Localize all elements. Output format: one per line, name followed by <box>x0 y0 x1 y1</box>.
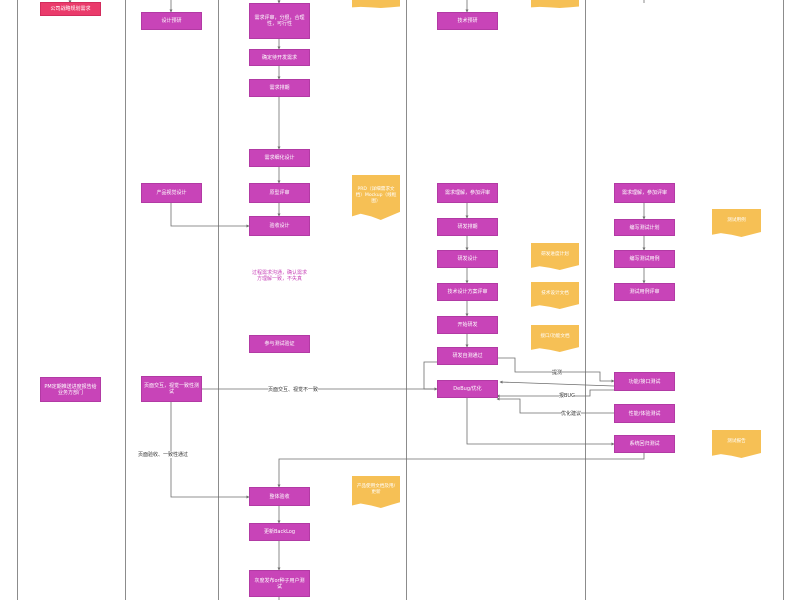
doc-dev-plan: 研发进度计划 <box>531 243 579 270</box>
node-req-review[interactable]: 需求评审，分很，合理性，可行性 <box>249 3 310 39</box>
doc-tech-doc: 技术设计文档 <box>531 282 579 309</box>
edge <box>277 453 645 488</box>
edge <box>499 380 615 387</box>
node-start-dev[interactable]: 开始研发 <box>437 316 498 334</box>
edge <box>466 398 615 446</box>
doc-top-dev <box>531 0 579 8</box>
doc-product-manual: 产品使用文档及用/更新 <box>352 476 400 508</box>
node-process-comm[interactable]: 过程需求沟通，确认需求方理解一致，不失真 <box>249 255 310 297</box>
node-strategy[interactable]: 公司战略规划需求 <box>40 2 101 16</box>
node-write-cases[interactable]: 编写测试用例 <box>614 250 675 268</box>
doc-test-cases: 测试用例 <box>712 209 761 237</box>
label-bug: 报BUG <box>559 392 575 399</box>
label-submit: 提测 <box>552 369 563 376</box>
node-write-plan[interactable]: 编写测试计划 <box>614 219 675 236</box>
lane-divider <box>125 0 126 600</box>
label-optimize: 优化建议 <box>561 410 582 417</box>
edge <box>170 402 250 499</box>
lane-divider <box>406 0 407 600</box>
node-qa-understand[interactable]: 需求理解，参加评审 <box>614 183 675 203</box>
node-dev-schedule[interactable]: 研发排期 <box>437 218 498 236</box>
node-proto-review[interactable]: 原型评审 <box>249 183 310 203</box>
node-debug[interactable]: DeBug/优化 <box>437 380 498 398</box>
node-regression[interactable]: 系统回归测试 <box>614 435 675 453</box>
node-dev-design[interactable]: 研发设计 <box>437 250 498 268</box>
node-ui-check[interactable]: 页面交互，视觉一致性测试 <box>141 376 202 402</box>
lane-divider <box>218 0 219 600</box>
doc-top <box>352 0 400 8</box>
label-ui-mismatch: 页面交互、视觉不一致 <box>268 386 319 393</box>
edge <box>496 389 614 398</box>
node-confirm-req[interactable]: 确定待开发需求 <box>249 49 310 66</box>
lane-divider <box>17 0 18 600</box>
lane-divider <box>585 0 586 600</box>
doc-api-doc: 接口/功能文档 <box>531 325 579 352</box>
node-tech-research[interactable]: 技术预研 <box>437 12 498 30</box>
lane-divider <box>783 0 784 600</box>
node-product-design[interactable]: 产品视觉设计 <box>141 183 202 203</box>
node-req-refine[interactable]: 需求细化设计 <box>249 149 310 167</box>
node-join-test[interactable]: 参与测试验证 <box>249 335 310 353</box>
node-tech-review[interactable]: 技术设计方案评审 <box>437 283 498 301</box>
node-gray-release[interactable]: 灰度发布or种子用户测试 <box>249 570 310 597</box>
node-func-test[interactable]: 功能/接口测试 <box>614 372 675 391</box>
node-self-test[interactable]: 研发自测通过 <box>437 347 498 365</box>
node-overall-accept[interactable]: 整体验收 <box>249 487 310 506</box>
node-dev-understand[interactable]: 需求理解，参加评审 <box>437 183 498 203</box>
doc-test-report: 测试报告 <box>712 430 761 458</box>
edge <box>496 397 614 414</box>
label-ui-pass: 页面验收、一致性通过 <box>138 451 189 458</box>
node-pm-report[interactable]: PM定期推送进度报告给业务方部门 <box>40 377 101 402</box>
node-req-schedule[interactable]: 需求排期 <box>249 79 310 97</box>
node-perf-test[interactable]: 性能/体验测试 <box>614 404 675 423</box>
node-case-review[interactable]: 测试用例评审 <box>614 283 675 301</box>
edge <box>423 361 438 391</box>
node-interaction-design[interactable]: 验收设计 <box>249 216 310 236</box>
edge <box>170 203 250 228</box>
doc-prd: PRD（详细需求文档）Mockup（线框图） <box>352 175 400 220</box>
node-update-backlog[interactable]: 更新BackLog <box>249 523 310 541</box>
node-design-research[interactable]: 设计预研 <box>141 12 202 30</box>
